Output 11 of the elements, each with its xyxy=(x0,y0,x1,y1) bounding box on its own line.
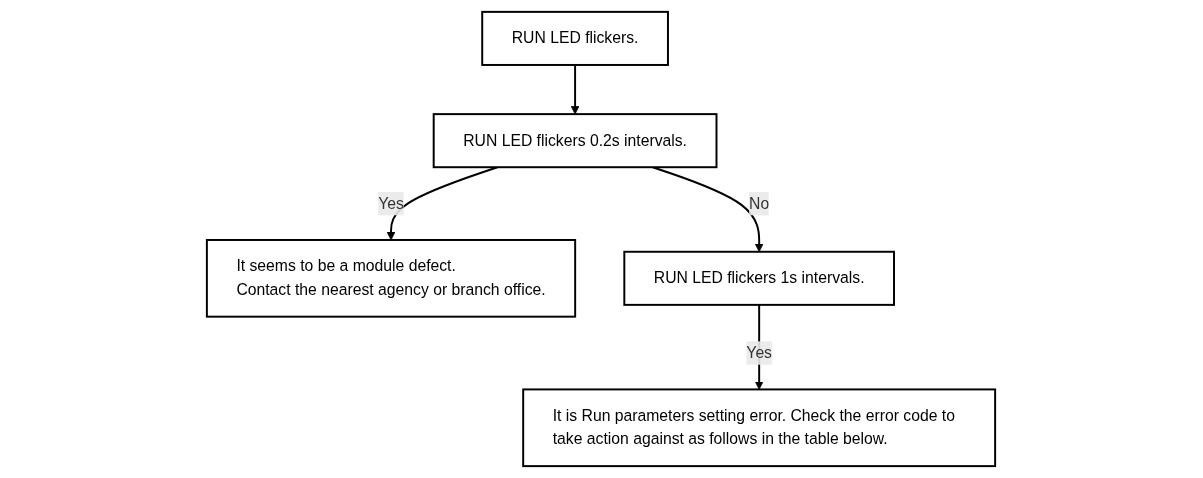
arrow xyxy=(571,63,580,115)
arrow xyxy=(652,166,764,253)
node-box: It seems to be a module defect. Contact the nearest agency or branch office. xyxy=(206,239,577,318)
edge-label: Yes xyxy=(746,344,773,361)
edge-label: Yes xyxy=(378,194,405,212)
edge-label: No xyxy=(749,194,770,212)
node-box: RUN LED flickers 0.2s intervals. xyxy=(433,113,718,169)
node-box: RUN LED flickers 1s intervals. xyxy=(623,250,896,306)
node-box: It is Run parameters setting error. Check the error code to take action against as follows in the table below. xyxy=(522,388,997,468)
node-box: RUN LED flickers. xyxy=(481,10,670,66)
arrow xyxy=(387,166,499,241)
